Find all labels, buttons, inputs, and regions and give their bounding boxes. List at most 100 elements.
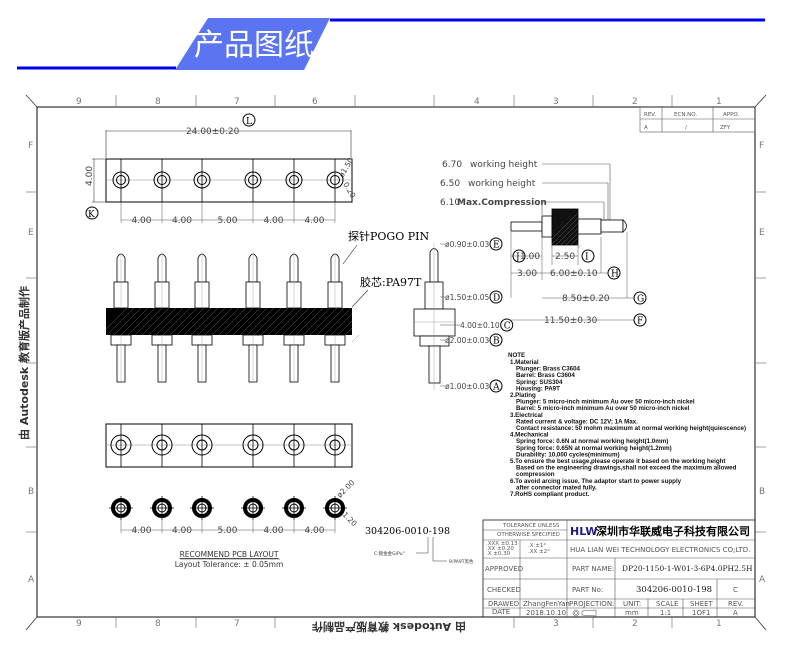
callout-h: H bbox=[611, 270, 619, 280]
callout-circle bbox=[500, 318, 514, 332]
unit-value: mm bbox=[625, 609, 639, 617]
hole-outer bbox=[285, 171, 303, 189]
hatch-line bbox=[197, 307, 226, 336]
note-line: 6.To avoid arcing issue, The adaptor sta… bbox=[510, 478, 682, 485]
hole-inner bbox=[329, 439, 341, 451]
height-dim: 4.00 bbox=[85, 166, 95, 186]
note-line: Spring force: 0.65N at normal working he… bbox=[516, 445, 672, 452]
date-label: DATE bbox=[492, 608, 510, 616]
pitch-dim-label: 5.00 bbox=[217, 216, 237, 226]
hole-inner bbox=[330, 175, 340, 185]
projection-symbol-icon bbox=[572, 609, 597, 617]
hatch-line bbox=[274, 307, 303, 336]
callout-circle bbox=[633, 313, 647, 327]
note-line: Based on the engineering drawings,shall … bbox=[516, 465, 737, 472]
working-height-2-label: working height bbox=[468, 179, 536, 189]
pitch-dim-label: 4.00 bbox=[263, 216, 283, 226]
scale-value: 1:1 bbox=[660, 609, 671, 617]
callout-b: B bbox=[493, 337, 500, 347]
hatch-line bbox=[113, 307, 142, 336]
zone-row-a-left: A bbox=[28, 575, 35, 585]
banner-title-background bbox=[175, 18, 330, 70]
pin-dim-label: 3.00 bbox=[517, 269, 537, 279]
overall-length-dim: 24.00±0.20 bbox=[186, 127, 240, 137]
page-banner: 产品图纸 bbox=[17, 18, 765, 70]
hole-outer bbox=[244, 171, 262, 189]
note-line: Spring: SUS304 bbox=[516, 379, 563, 386]
hole-outer bbox=[283, 434, 305, 456]
banner-title: 产品图纸 bbox=[194, 28, 314, 63]
hatch-line bbox=[204, 307, 233, 336]
row-zone-labels: F E B A F E B A bbox=[28, 141, 766, 585]
hatch-line bbox=[225, 307, 254, 336]
title-block: TOLERANCE UNLESS OTHERWISE SPECIFIED .XX… bbox=[482, 519, 756, 618]
part-no-rev: C bbox=[733, 586, 738, 594]
zone-col-8-bottom: 8 bbox=[155, 619, 161, 629]
hatch-line bbox=[169, 307, 198, 336]
date-value: 2018.10.10 bbox=[526, 609, 566, 617]
hatch-line bbox=[316, 307, 345, 336]
hatch-line bbox=[565, 232, 579, 246]
tolerance-header-2: OTHERWISE SPECIFIED bbox=[497, 532, 560, 538]
front-view: 探针POGO PIN 胶芯:PA97T bbox=[105, 229, 429, 383]
pcb-hole-dia: ø2.00 bbox=[335, 478, 357, 500]
note-line: Spring force: 0.6N at normal working hei… bbox=[516, 438, 668, 445]
part-name-value: DP20-1150-1-W01-3-6P4.0PH2.5H bbox=[622, 564, 753, 573]
pitch-dim-label: 4.00 bbox=[172, 526, 192, 536]
appo-value: ZFY bbox=[720, 125, 731, 131]
hatch-line bbox=[260, 307, 289, 336]
note-line: 7.RoHS compliant product. bbox=[510, 491, 590, 498]
zone-col-2-bottom: 2 bbox=[632, 619, 638, 629]
callout-circle bbox=[489, 290, 503, 304]
hatch-line bbox=[344, 327, 353, 336]
hole-outer bbox=[326, 171, 344, 189]
code-note-plating: C:镀金金G/Pu" bbox=[374, 550, 405, 557]
revision-table: REV. ECN.NO. APPO. A / ZFY bbox=[639, 106, 756, 133]
hole-outer bbox=[193, 171, 211, 189]
callout-circle bbox=[607, 266, 621, 280]
pin-detail-view: 6.70 working height 6.50 working height … bbox=[440, 160, 647, 327]
company-logo: HLW bbox=[570, 525, 598, 538]
note-line: Plunger: 5 micro-inch minimum Au over 50… bbox=[516, 399, 695, 406]
pin-dim-label: 8.50±0.20 bbox=[562, 294, 610, 304]
callout-l: L bbox=[246, 117, 252, 127]
zone-col-8: 8 bbox=[155, 97, 161, 107]
sheet-value: 1OF1 bbox=[692, 609, 710, 617]
hatch-line bbox=[281, 307, 310, 336]
zone-row-e-left: E bbox=[28, 228, 34, 238]
zone-row-a-right: A bbox=[759, 575, 766, 585]
hole-outer bbox=[112, 171, 130, 189]
zone-row-b-right: B bbox=[759, 487, 765, 497]
hole-inner bbox=[248, 175, 258, 185]
callout-k: K bbox=[88, 210, 95, 220]
watermark-left: 由 Autodesk 教育版产品制作 bbox=[17, 286, 31, 440]
top-view-housing bbox=[105, 158, 353, 203]
hole-inner bbox=[116, 175, 126, 185]
pcb-hole-offset: 1.20 bbox=[341, 510, 359, 528]
zone-col-7: 7 bbox=[234, 97, 240, 107]
tol-left-2: .X ±0.30 bbox=[486, 551, 511, 557]
company-name-cn: 深圳市华联威电子科技有限公司 bbox=[596, 524, 750, 538]
working-height-2-value: 6.50 bbox=[440, 179, 460, 189]
hatch-line bbox=[351, 334, 360, 343]
zone-row-f-left: F bbox=[28, 141, 33, 151]
unit-label: UNIT: bbox=[623, 600, 641, 608]
zone-dividers bbox=[26, 95, 766, 628]
side-dim-label: ø0.90±0.03 bbox=[445, 240, 489, 249]
side-dim-label: ø2.00±0.03 bbox=[445, 336, 489, 345]
pin-dim-label: 2.50 bbox=[555, 252, 575, 262]
callout-i: I bbox=[585, 253, 589, 263]
hatch-line bbox=[570, 237, 579, 246]
zone-row-f-right: F bbox=[759, 141, 764, 151]
pin-dim-label: 1.00 bbox=[520, 252, 540, 262]
appo-header: APPO. bbox=[723, 112, 740, 118]
side-dim-label: ø1.00±0.03 bbox=[445, 382, 489, 391]
pcb-layout-title: RECOMMEND PCB LAYOUT bbox=[180, 550, 279, 559]
hatch-line bbox=[105, 307, 128, 330]
hatch-line bbox=[190, 307, 219, 336]
part-code: 304206-0010-198 bbox=[365, 526, 450, 537]
